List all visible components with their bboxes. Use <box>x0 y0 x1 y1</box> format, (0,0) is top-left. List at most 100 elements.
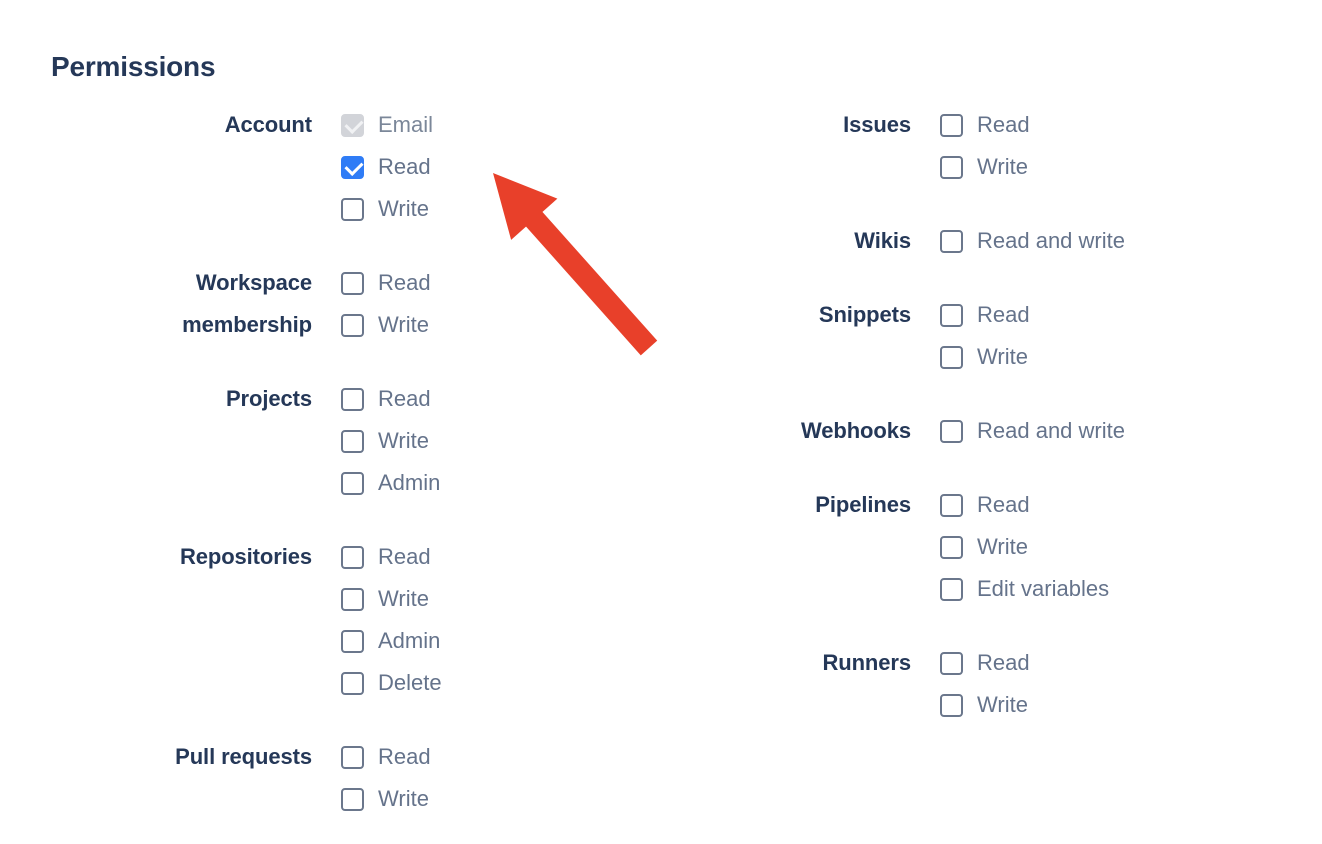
permission-option-row: Read and write <box>940 220 1322 262</box>
checkbox-webhooks-read-and-write[interactable] <box>940 419 963 443</box>
checkbox-repositories-read[interactable] <box>341 545 364 569</box>
permission-option-label[interactable]: Write <box>378 428 429 453</box>
permission-group-label: Pull requests <box>175 744 312 769</box>
checkbox-pipelines-edit-variables[interactable] <box>940 577 963 601</box>
permission-option-row: Admin <box>341 462 660 504</box>
permission-group-label: Workspace membership <box>182 270 312 337</box>
permission-option-row: Read <box>940 642 1322 684</box>
checkbox-projects-read[interactable] <box>341 387 364 411</box>
permission-option-label[interactable]: Read <box>378 270 431 295</box>
checkbox-runners-read[interactable] <box>940 651 963 675</box>
permission-option-label[interactable]: Write <box>378 312 429 337</box>
checkbox-pipelines-write[interactable] <box>940 535 963 559</box>
checkmark-icon <box>344 114 364 134</box>
page-title: Permissions <box>51 51 216 82</box>
permission-group-label: Snippets <box>818 302 911 327</box>
permission-option-label[interactable]: Write <box>378 196 429 221</box>
permission-option-label[interactable]: Write <box>977 344 1028 369</box>
permission-group-label: Wikis <box>854 228 911 253</box>
checkbox-account-read[interactable] <box>341 155 364 179</box>
permission-option-label[interactable]: Delete <box>378 670 442 695</box>
checkbox-workspace-membership-read[interactable] <box>341 271 364 295</box>
permission-option-row: Write <box>940 336 1322 378</box>
permission-option-label[interactable]: Write <box>977 692 1028 717</box>
permission-option-label[interactable]: Read <box>378 154 431 179</box>
permission-option-row: Admin <box>341 620 660 662</box>
permission-group-wikis: Wikis Read and write <box>660 220 1322 262</box>
checkbox-wikis-read-and-write[interactable] <box>940 229 963 253</box>
checkbox-workspace-membership-write[interactable] <box>341 313 364 337</box>
permission-option-label[interactable]: Read <box>378 744 431 769</box>
permission-group-label: Projects <box>225 386 312 411</box>
checkbox-snippets-write[interactable] <box>940 345 963 369</box>
checkbox-issues-read[interactable] <box>940 113 963 137</box>
permission-option-label: Email <box>378 112 434 137</box>
permission-option-row: Write <box>341 188 660 230</box>
permission-group-label: Runners <box>822 650 911 675</box>
checkbox-snippets-read[interactable] <box>940 303 963 327</box>
checkbox-projects-admin[interactable] <box>341 471 364 495</box>
permission-option-label[interactable]: Write <box>977 154 1028 179</box>
permission-option-label[interactable]: Read <box>378 544 431 569</box>
permission-option-row: Delete <box>341 662 660 704</box>
permission-option-label[interactable]: Read <box>977 650 1030 675</box>
checkbox-account-write[interactable] <box>341 197 364 221</box>
checkmark-icon <box>344 156 364 176</box>
permission-option-label[interactable]: Read and write <box>977 228 1125 253</box>
checkbox-issues-write[interactable] <box>940 155 963 179</box>
permission-option-label[interactable]: Read <box>977 112 1030 137</box>
permission-option-label[interactable]: Admin <box>378 628 441 653</box>
permission-option-row: Write <box>940 526 1322 568</box>
permission-option-row: Write <box>940 684 1322 726</box>
permission-option-label[interactable]: Write <box>378 786 429 811</box>
checkbox-repositories-write[interactable] <box>341 587 364 611</box>
permission-option-row: Read <box>341 146 660 188</box>
permission-group-options: Read and write <box>940 410 1322 452</box>
permission-option-row: Read <box>341 736 660 778</box>
checkbox-pull-requests-read[interactable] <box>341 745 364 769</box>
permission-option-label[interactable]: Admin <box>378 470 441 495</box>
permission-group-label: Webhooks <box>800 418 911 443</box>
checkbox-account-email <box>341 113 364 137</box>
checkbox-pipelines-read[interactable] <box>940 493 963 517</box>
permission-option-row: Edit variables <box>940 568 1322 610</box>
checkbox-repositories-admin[interactable] <box>341 629 364 653</box>
permission-option-row: Write <box>341 420 660 462</box>
permission-option-label[interactable]: Read <box>977 492 1030 517</box>
permission-option-label[interactable]: Write <box>378 586 429 611</box>
permission-option-row: Read <box>341 262 660 304</box>
permission-option-label[interactable]: Write <box>977 534 1028 559</box>
permission-option-label[interactable]: Edit variables <box>977 576 1110 601</box>
permission-group-webhooks: Webhooks Read and write <box>660 410 1322 452</box>
permission-option-row: Write <box>940 146 1322 188</box>
checkbox-projects-write[interactable] <box>341 429 364 453</box>
permission-option-row: Read <box>940 294 1322 336</box>
permission-option-row: Read <box>940 484 1322 526</box>
permission-option-row: Write <box>341 778 660 820</box>
permission-option-row: Read <box>940 104 1322 146</box>
permission-option-row: Write <box>341 578 660 620</box>
checkbox-pull-requests-write[interactable] <box>341 787 364 811</box>
permission-option-label[interactable]: Read and write <box>977 418 1125 443</box>
checkbox-runners-write[interactable] <box>940 693 963 717</box>
checkbox-repositories-delete[interactable] <box>341 671 364 695</box>
permission-option-label[interactable]: Read <box>977 302 1030 327</box>
permission-group-label: Issues <box>843 112 911 137</box>
permission-option-label[interactable]: Read <box>378 386 431 411</box>
